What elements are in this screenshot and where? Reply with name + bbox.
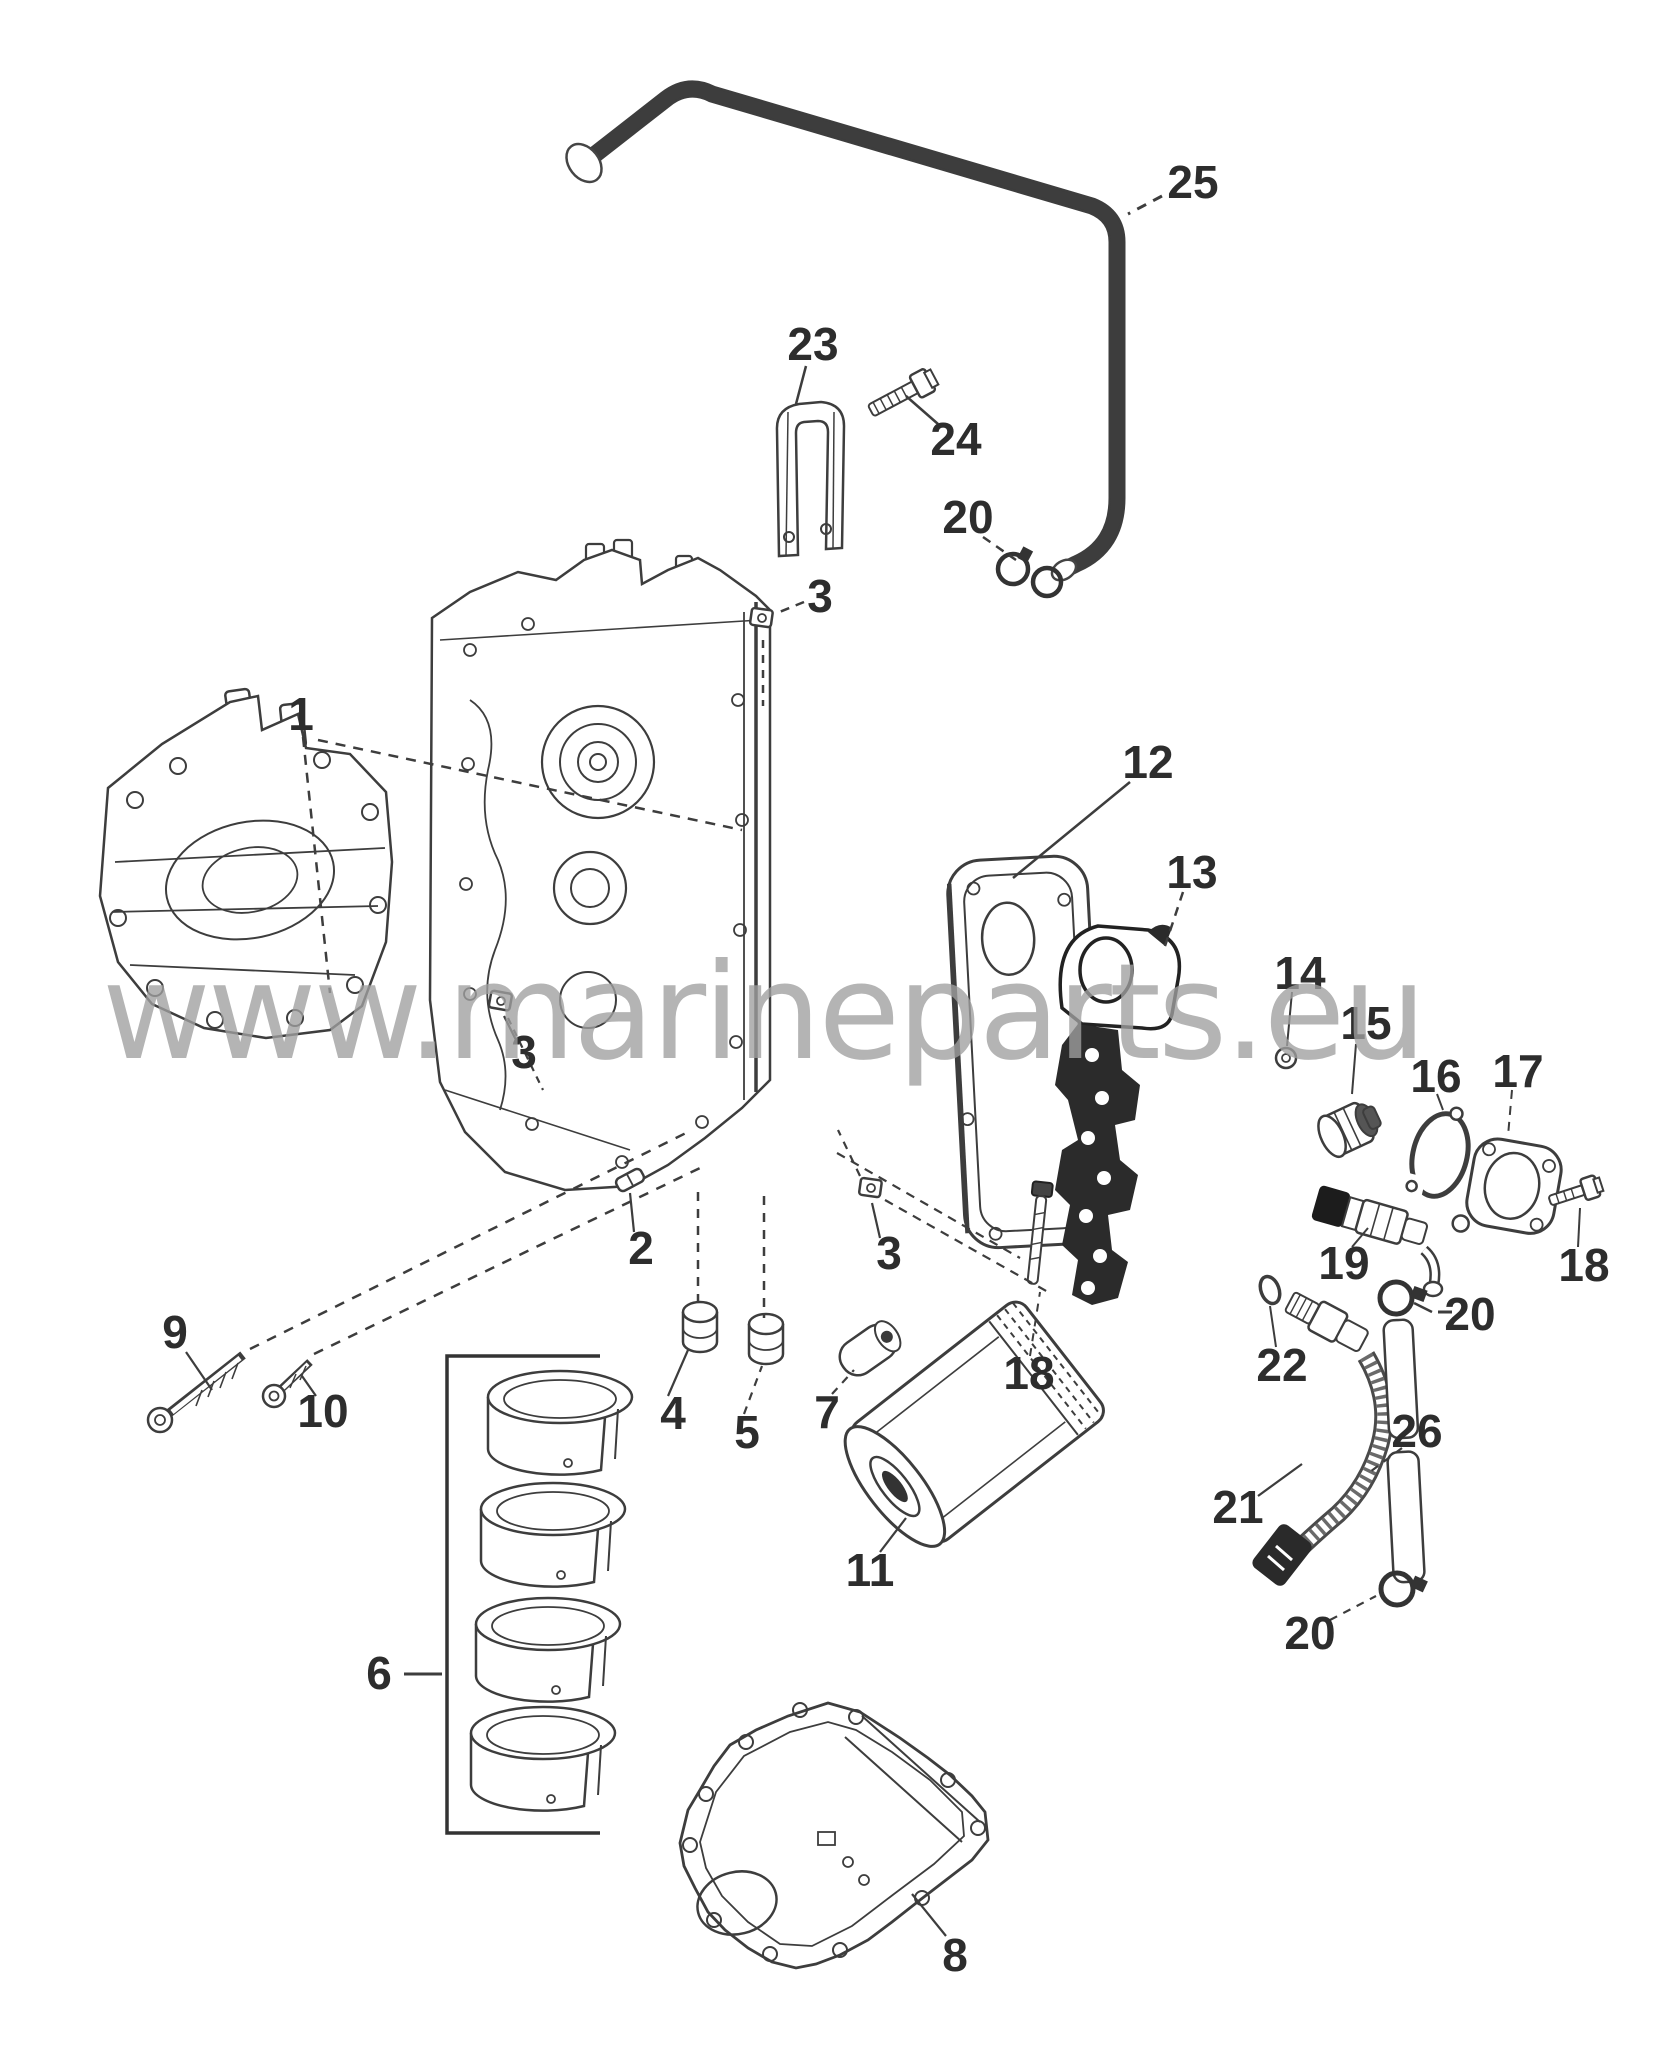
plug-15 [1317, 1101, 1382, 1159]
callout-9: 9 [162, 1306, 188, 1358]
callout-3-left: 3 [511, 1026, 537, 1078]
hose-clamp-20-top [995, 546, 1064, 599]
water-hose-25 [565, 80, 1126, 582]
callout-24: 24 [930, 413, 982, 465]
roller-7 [838, 1320, 902, 1377]
callout-16: 16 [1410, 1050, 1461, 1102]
bolt-18-left [1026, 1180, 1054, 1285]
callout-20-mid: 20 [1444, 1288, 1495, 1340]
callout-8: 8 [942, 1929, 968, 1981]
callout-18-right: 18 [1558, 1239, 1609, 1291]
bolt-18-right [1548, 1174, 1605, 1206]
cylinder-block-1 [428, 538, 772, 1192]
nut-14 [1274, 1046, 1298, 1070]
callout-23: 23 [787, 318, 838, 370]
dowel-pin-2 [614, 1167, 646, 1193]
callout-26: 26 [1391, 1405, 1442, 1457]
bolt-24 [867, 368, 940, 417]
callout-6: 6 [366, 1647, 392, 1699]
nut-3-left [487, 989, 513, 1012]
bushing-4 [681, 1300, 719, 1354]
callout-14: 14 [1274, 947, 1326, 999]
o-ring-22 [1258, 1274, 1282, 1306]
callout-19: 19 [1318, 1237, 1369, 1289]
nut-3-top [748, 606, 774, 629]
callout-1: 1 [288, 688, 314, 740]
callout-25: 25 [1167, 156, 1218, 208]
bracket-assembly-13 [1055, 924, 1182, 1305]
callout-22: 22 [1256, 1339, 1307, 1391]
callout-17: 17 [1492, 1045, 1543, 1097]
hose-clamp-20-bottom [1378, 1570, 1428, 1608]
bearing-set-bracket-6 [445, 1354, 600, 1835]
main-bearing-shell-2 [479, 1481, 627, 1588]
retainer-clip-23 [775, 400, 846, 558]
seal-ring-16 [1400, 1106, 1471, 1201]
bolt-10 [261, 1359, 313, 1409]
sensor-19 [1311, 1185, 1444, 1298]
bushing-5 [747, 1312, 785, 1366]
main-bearing-shell-3 [474, 1596, 622, 1703]
callout-12: 12 [1122, 736, 1173, 788]
main-bearing-shell-4 [469, 1705, 617, 1812]
callout-13: 13 [1166, 846, 1217, 898]
callout-5: 5 [734, 1406, 760, 1458]
callout-2: 2 [628, 1222, 654, 1274]
callout-21: 21 [1212, 1481, 1263, 1533]
crankcase-half-1 [98, 687, 394, 1040]
main-bearing-shell-1 [486, 1369, 634, 1476]
end-plate-8 [678, 1701, 990, 1970]
callout-3-top: 3 [807, 570, 833, 622]
oil-filter-11 [843, 1300, 1105, 1548]
callout-20-top: 20 [942, 491, 993, 543]
callout-18-left: 18 [1003, 1347, 1054, 1399]
hose-clamp-20-mid [1377, 1279, 1428, 1317]
leader-lines [185, 194, 1581, 1937]
callout-3-bottom: 3 [876, 1227, 902, 1279]
callout-4: 4 [660, 1387, 686, 1439]
bolt-9 [146, 1351, 246, 1434]
temp-sender-21 [1252, 1291, 1394, 1586]
callout-20-bottom: 20 [1284, 1607, 1335, 1659]
callout-15: 15 [1340, 997, 1391, 1049]
cover-17 [1451, 1137, 1563, 1235]
callout-11: 11 [846, 1544, 895, 1596]
nut-3-bottom [857, 1176, 883, 1199]
callout-10: 10 [297, 1385, 348, 1437]
callout-7: 7 [814, 1386, 840, 1438]
